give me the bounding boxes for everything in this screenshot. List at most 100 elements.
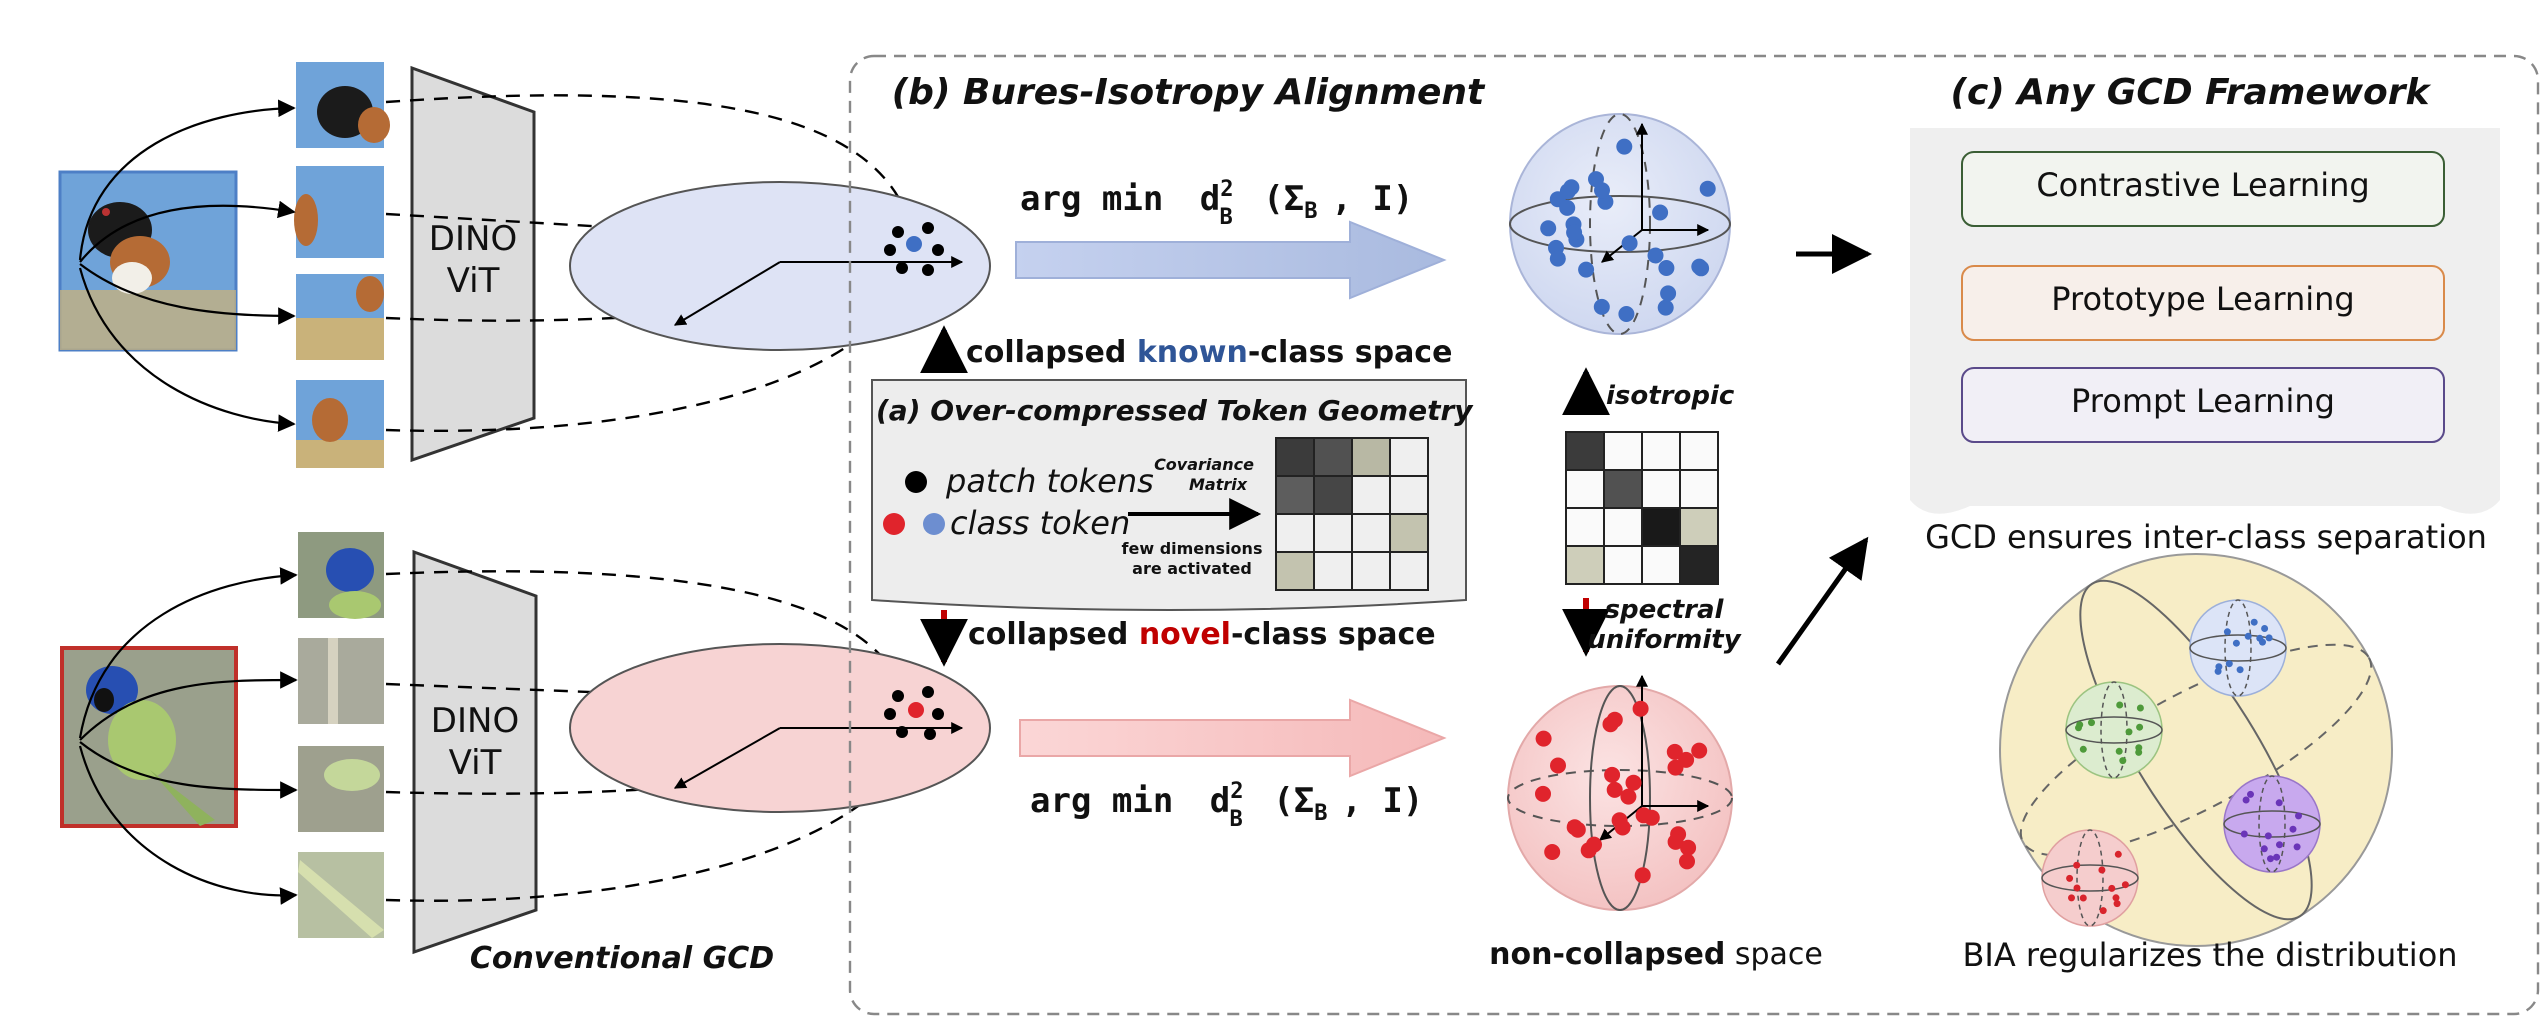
embedding-point xyxy=(1606,711,1623,728)
embedding-point xyxy=(1569,821,1586,838)
isotropic-label: isotropic xyxy=(1562,367,1735,416)
novel-space-label: collapsed novel-class space xyxy=(920,610,1436,667)
embedding-point xyxy=(1614,819,1631,836)
embedding-point xyxy=(2273,853,2281,861)
few-dims-line1: few dimensions xyxy=(1122,539,1263,558)
embedding-point xyxy=(2289,825,2297,833)
embedding-point xyxy=(1660,285,1677,302)
novel-feature-ellipse xyxy=(569,643,991,813)
matrix-cell xyxy=(1275,437,1315,477)
embedding-point xyxy=(2136,723,2144,731)
embedding-point xyxy=(2125,728,2133,736)
matrix-cell xyxy=(1603,431,1643,471)
spectral-uniformity-label: spectral uniformity xyxy=(1562,595,1742,657)
isotropic-sphere-blue xyxy=(1509,113,1731,335)
class-token-label: class token xyxy=(950,504,1130,542)
embedding-point xyxy=(2068,894,2075,902)
embedding-point xyxy=(2073,884,2081,892)
embedding-point xyxy=(1634,867,1651,884)
matrix-cell xyxy=(1351,437,1391,477)
embedding-point xyxy=(1632,700,1649,717)
svg-text:isotropic: isotropic xyxy=(1606,381,1735,411)
bird-image-top xyxy=(58,170,238,352)
embedding-point xyxy=(1563,179,1580,196)
matrix-cell xyxy=(1679,507,1719,547)
cluster-blue xyxy=(2189,599,2287,697)
svg-text:uniformity: uniformity xyxy=(1587,625,1741,655)
arrow-red-alignment xyxy=(1019,698,1447,778)
embedding-point xyxy=(1535,785,1551,802)
embedding-point xyxy=(2223,628,2231,636)
embedding-point xyxy=(1620,788,1637,805)
few-dims-line2: are activated xyxy=(1132,559,1252,578)
matrix-cell xyxy=(1275,551,1315,591)
framework-item-prototype-label: Prototype Learning xyxy=(2051,280,2354,318)
matrix-cell xyxy=(1565,469,1605,509)
embedding-point xyxy=(1593,298,1610,315)
patch-tokens-label: patch tokens xyxy=(945,462,1154,500)
svg-text:collapsed novel-class space: collapsed novel-class space xyxy=(968,617,1436,652)
embedding-point xyxy=(1691,742,1708,759)
matrix-cell xyxy=(1679,469,1719,509)
framework-item-contrastive-label: Contrastive Learning xyxy=(2036,166,2369,204)
embedding-point xyxy=(2240,830,2248,838)
svg-text:arg min d2B (ΣB, I: arg min d2B (ΣB, I) xyxy=(1030,779,1423,835)
left-input-branch xyxy=(58,62,390,938)
embedding-point xyxy=(1544,844,1561,860)
matrix-cell xyxy=(1351,551,1391,591)
framework-item-contrastive xyxy=(1961,151,2445,227)
bia-dashed-frame xyxy=(848,54,2540,1016)
embedding-point xyxy=(2267,855,2274,863)
matrix-cell xyxy=(1313,551,1353,591)
matrix-cell xyxy=(1389,513,1429,553)
embedding-point xyxy=(2113,900,2121,908)
framework-list: Contrastive Learning Prototype Learning … xyxy=(1961,151,2445,443)
embedding-point xyxy=(2136,704,2144,712)
arrow-up-to-framework xyxy=(1775,536,1869,666)
embedding-point xyxy=(2115,747,2123,755)
embedding-point xyxy=(1699,180,1716,197)
svg-text:collapsed known-class space: collapsed known-class space xyxy=(966,335,1452,370)
embedding-point xyxy=(1540,220,1557,237)
matrix-cell xyxy=(1565,507,1605,547)
embedding-point xyxy=(2276,841,2283,849)
embedding-point xyxy=(2114,850,2122,858)
section-b-title: (b) Bures-Isotropy Alignment xyxy=(892,72,1486,113)
embedding-point xyxy=(1647,247,1664,264)
embedding-point xyxy=(1680,839,1697,856)
embedding-point xyxy=(1535,730,1552,747)
section-c-title: (c) Any GCD Framework xyxy=(1951,72,2432,113)
conventional-gcd-label: Conventional GCD xyxy=(470,941,774,976)
cluster-red xyxy=(2041,829,2139,927)
embedding-point xyxy=(2135,744,2143,752)
embedding-point xyxy=(2098,866,2106,874)
crops-top xyxy=(294,62,390,468)
matrix-cell xyxy=(1603,507,1643,547)
framework-item-prompt-label: Prompt Learning xyxy=(2071,382,2335,420)
matrix-cell xyxy=(1679,545,1719,585)
svg-text:arg min d2B (ΣB, I: arg min d2B (ΣB, I) xyxy=(1020,177,1413,233)
embedding-point xyxy=(2259,638,2266,646)
embedding-point xyxy=(2116,701,2124,709)
embedding-point xyxy=(1580,842,1597,859)
embedding-point xyxy=(1678,751,1695,768)
matrix-cell xyxy=(1389,437,1429,477)
embedding-point xyxy=(1618,306,1635,322)
svg-text:spectral: spectral xyxy=(1605,595,1725,625)
embedding-point xyxy=(1578,261,1595,278)
crops-bottom xyxy=(298,532,384,938)
matrix-cell xyxy=(1565,431,1605,471)
embedding-point xyxy=(1550,757,1566,774)
matrix-cell xyxy=(1389,475,1429,515)
embedding-point xyxy=(1658,260,1675,276)
embedding-point xyxy=(2260,845,2268,853)
matrix-cell xyxy=(1641,431,1681,471)
clustered-sphere xyxy=(1999,553,2393,947)
embedding-point xyxy=(1549,250,1566,267)
matrix-cell xyxy=(1313,475,1353,515)
arrow-blue-alignment xyxy=(1015,220,1447,300)
embedding-point xyxy=(2119,757,2127,765)
